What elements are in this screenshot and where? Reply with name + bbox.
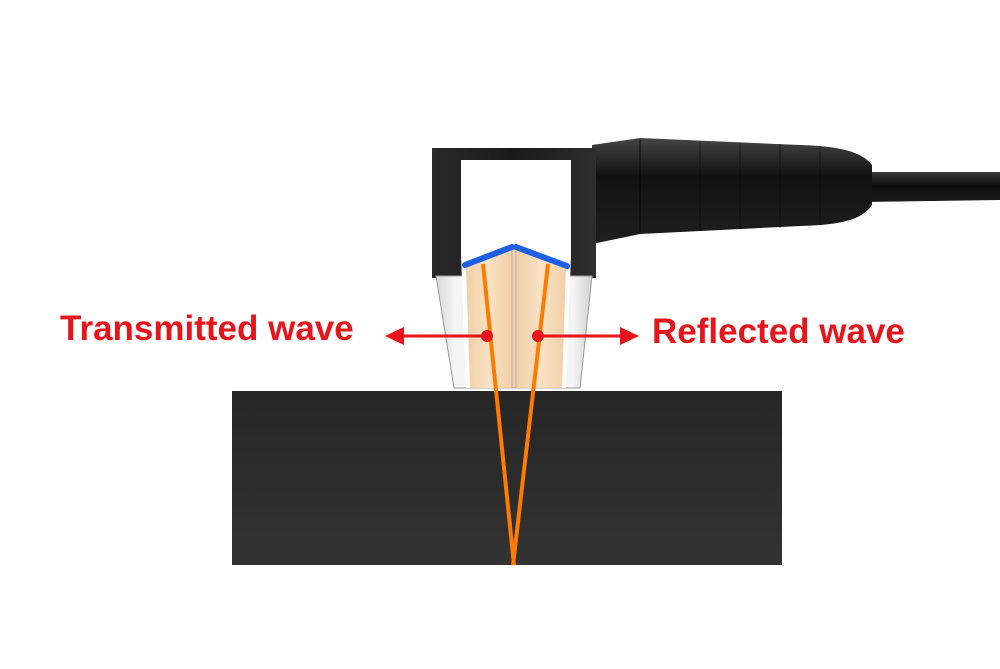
cable — [860, 172, 1000, 202]
crystal-right — [513, 244, 570, 269]
cable-boot — [592, 138, 872, 244]
transmitted-beam — [481, 263, 516, 566]
transmitted-callout — [385, 327, 493, 345]
acoustic-barrier — [511, 248, 517, 389]
dot-marker-icon — [532, 330, 544, 342]
crystal-left — [462, 244, 515, 268]
dot-marker-icon — [481, 330, 493, 342]
probe-cutaway — [461, 160, 571, 389]
arrow-left-icon — [385, 327, 404, 345]
wave-paths — [481, 263, 550, 566]
reflected-callout — [532, 327, 639, 345]
arrow-right-icon — [620, 327, 639, 345]
reflected-wave-label: Reflected wave — [652, 312, 905, 351]
transmitted-wave-label: Transmitted wave — [60, 309, 354, 348]
reflected-beam — [511, 263, 550, 566]
